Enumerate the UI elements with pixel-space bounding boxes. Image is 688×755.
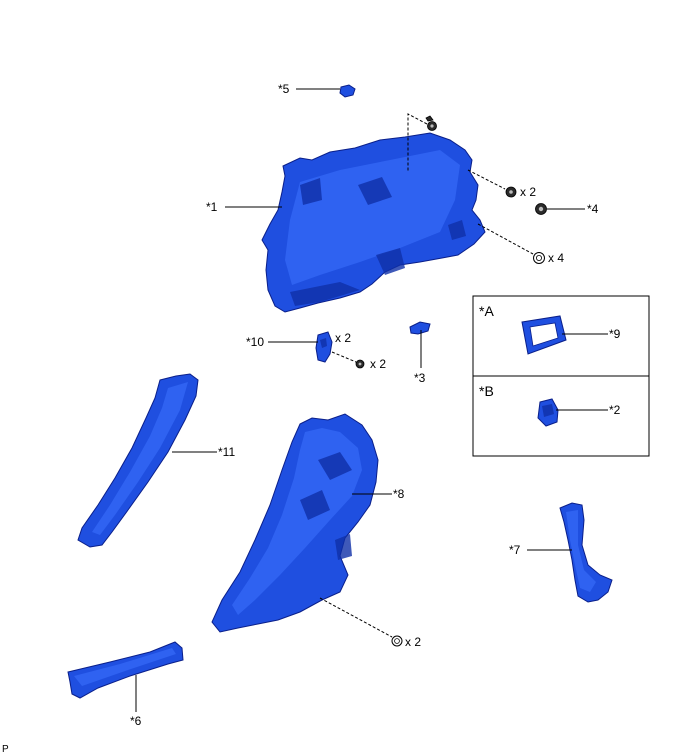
- callout-5: *5: [278, 82, 290, 96]
- bolt-x2-right: [505, 186, 517, 198]
- callout-6: *6: [130, 714, 142, 728]
- dashed-leader-bolt-x2: [467, 169, 506, 190]
- legend-a-title: *A: [479, 303, 494, 319]
- part-2-cover: [537, 398, 559, 427]
- dashed-leader-clip-x4: [477, 223, 534, 255]
- qty-clip-x4: x 4: [548, 251, 564, 265]
- clip-x2-bottom: [391, 635, 403, 647]
- part-6-scuff-plate: [67, 641, 184, 699]
- bolt-x2-bracket: [355, 359, 365, 369]
- part-8-lower-quarter-trim: [211, 413, 379, 633]
- qty-bracket-bolt-x2: x 2: [370, 357, 386, 371]
- callout-9: *9: [609, 327, 621, 341]
- part-3-clip: [409, 321, 431, 335]
- qty-bracket-x2: x 2: [335, 331, 351, 345]
- part-5-clip: [339, 84, 356, 98]
- dashed-leader-top-bolt: [407, 113, 428, 172]
- callout-2: *2: [609, 403, 621, 417]
- callout-3: *3: [414, 371, 426, 385]
- callout-1: *1: [206, 200, 218, 214]
- part-11-pillar-trim: [77, 373, 199, 548]
- dashed-leader-clip-x2: [319, 597, 393, 638]
- part-9-garnish-ring: [521, 315, 567, 355]
- callout-4: *4: [587, 202, 599, 216]
- legend-b-title: *B: [479, 383, 494, 399]
- qty-bolt-x2: x 2: [520, 185, 536, 199]
- qty-clip-bottom-x2: x 2: [405, 635, 421, 649]
- callout-7: *7: [509, 543, 521, 557]
- top-bolt: [425, 115, 437, 131]
- part-7-pillar-piece: [559, 502, 613, 603]
- clip-x4: [533, 252, 545, 264]
- callout-11: *11: [218, 445, 235, 459]
- part-10-bracket: [315, 331, 333, 363]
- footer-code: P: [2, 744, 9, 755]
- legend-box: [472, 295, 650, 457]
- dashed-leader-bracket-bolt: [331, 351, 357, 363]
- callout-8: *8: [393, 487, 405, 501]
- part-1-quarter-trim-panel: [261, 132, 486, 313]
- callout-10: *10: [246, 335, 264, 349]
- part-4-clip: [535, 203, 547, 215]
